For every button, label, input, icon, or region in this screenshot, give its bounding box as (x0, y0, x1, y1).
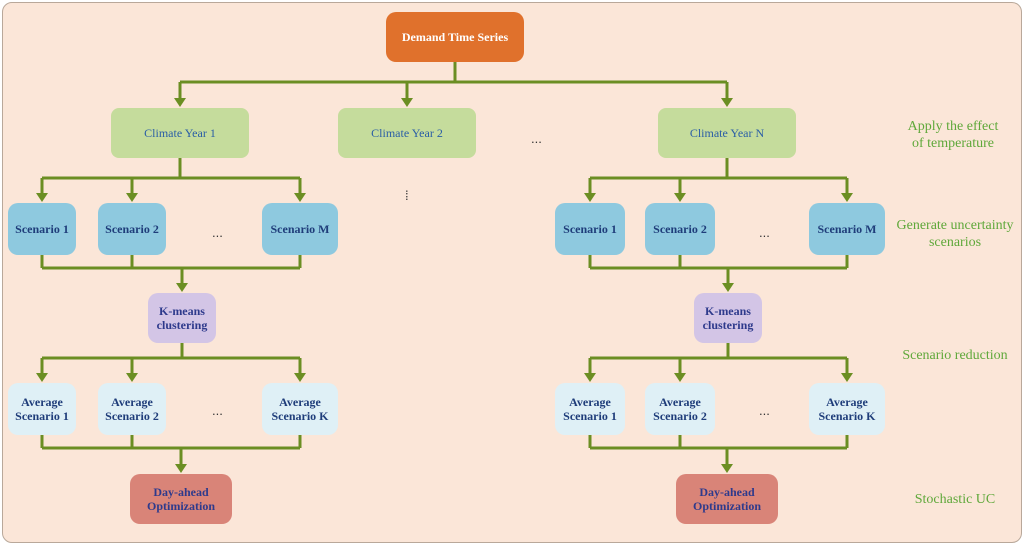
left-scenario-m-node: Scenario M (262, 203, 338, 255)
left-scenario-ellipsis: ... (212, 225, 223, 240)
right-average-scenario-1-node: Average Scenario 1 (555, 383, 625, 435)
left-climate-fan-arrow-1 (126, 193, 138, 202)
stage-label-reduction: Scenario reduction (902, 348, 1008, 363)
root-fan-arrow-0 (174, 98, 186, 107)
left-average-scenario-2-node: Average Scenario 2 (98, 383, 166, 435)
stage-label-temperature: Apply the effect of temperature (907, 119, 999, 151)
root-fan-arrow-2 (721, 98, 733, 107)
left-scenario-1-node: Scenario 1 (8, 203, 76, 255)
left-kmeans-node: K-means clustering (148, 293, 216, 343)
right-day-ahead-optimization-node: Day-ahead Optimization (676, 474, 778, 524)
root-fan-arrow-1 (401, 98, 413, 107)
right-scenario-ellipsis: ... (759, 225, 770, 240)
right-scenario-1-node: Scenario 1 (555, 203, 625, 255)
climate-year-n-node: Climate Year N (658, 108, 796, 158)
right-cluster-fan-arrow-0 (584, 373, 596, 382)
right-climate-fan-arrow-2 (841, 193, 853, 202)
left-average-scenario-k-node: Average Scenario K (262, 383, 338, 435)
right-scenario-m-node: Scenario M (809, 203, 885, 255)
left-climate-fan-arrow-0 (36, 193, 48, 202)
right-average-ellipsis: ... (759, 403, 770, 418)
right-cluster-fan-arrow-2 (841, 373, 853, 382)
vertical-ellipsis: ⁞ (405, 188, 409, 203)
right-kmeans-node: K-means clustering (694, 293, 762, 343)
right-average-scenario-2-node: Average Scenario 2 (645, 383, 715, 435)
stage-label-uncertainty: Generate uncertainty scenarios (896, 218, 1014, 250)
left-scenario-2-node: Scenario 2 (98, 203, 166, 255)
left-average-ellipsis: ... (212, 403, 223, 418)
climate-year-2-node: Climate Year 2 (338, 108, 476, 158)
right-cluster-fan-arrow-1 (674, 373, 686, 382)
left-cluster-fan-arrow-1 (126, 373, 138, 382)
left-climate-fan-arrow-2 (294, 193, 306, 202)
left-scenario-merge-arrow (176, 283, 188, 292)
right-average-scenario-k-node: Average Scenario K (809, 383, 885, 435)
right-scenario-merge-arrow (722, 283, 734, 292)
climate-ellipsis: ... (531, 131, 542, 146)
left-cluster-fan-arrow-2 (294, 373, 306, 382)
demand-time-series-node: Demand Time Series (386, 12, 524, 62)
right-average-merge-arrow (721, 464, 733, 473)
left-day-ahead-optimization-node: Day-ahead Optimization (130, 474, 232, 524)
right-climate-fan-arrow-0 (584, 193, 596, 202)
climate-year-1-node: Climate Year 1 (111, 108, 249, 158)
right-scenario-2-node: Scenario 2 (645, 203, 715, 255)
stage-label-stochastic: Stochastic UC (914, 492, 996, 507)
left-average-merge-arrow (175, 464, 187, 473)
left-cluster-fan-arrow-0 (36, 373, 48, 382)
left-average-scenario-1-node: Average Scenario 1 (8, 383, 76, 435)
right-climate-fan-arrow-1 (674, 193, 686, 202)
